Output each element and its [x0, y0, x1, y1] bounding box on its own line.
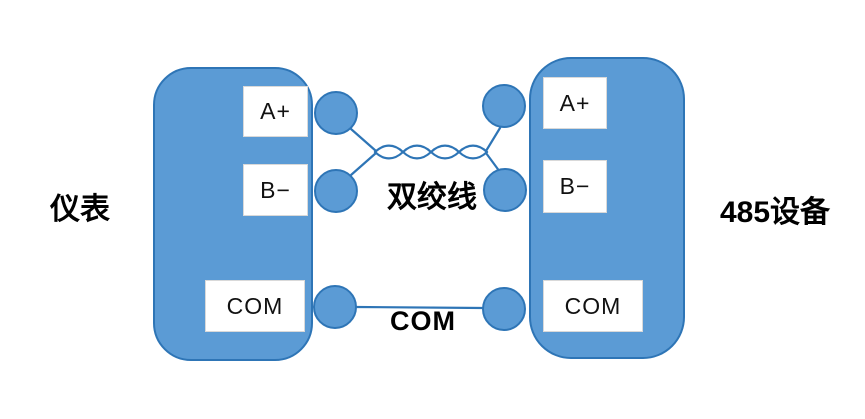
twisted-pair-wire-2 [373, 144, 489, 160]
left-device-label: 仪表 [50, 193, 110, 226]
right-node-b-minus [483, 168, 527, 212]
right-device-label: 485设备 [719, 196, 831, 229]
left-terminal-b-minus: B− [243, 164, 308, 216]
com-line-label: COM [390, 306, 456, 336]
lead-left-a-plus [349, 127, 378, 153]
right-terminal-a-plus: A+ [543, 77, 607, 129]
right-node-com [482, 287, 526, 331]
left-node-b-minus [314, 169, 358, 213]
lead-right-a-plus [484, 126, 502, 153]
lead-left-b-minus [349, 151, 378, 177]
right-terminal-com: COM [543, 280, 643, 332]
left-terminal-com: COM [205, 280, 305, 332]
right-node-a-plus [482, 84, 526, 128]
left-node-a-plus [314, 91, 358, 135]
twisted-pair-label: 双绞线 [387, 181, 477, 214]
com-wire [354, 305, 485, 310]
left-terminal-a-plus: A+ [243, 86, 308, 137]
right-terminal-b-minus: B− [543, 160, 607, 213]
left-node-com [313, 285, 357, 329]
